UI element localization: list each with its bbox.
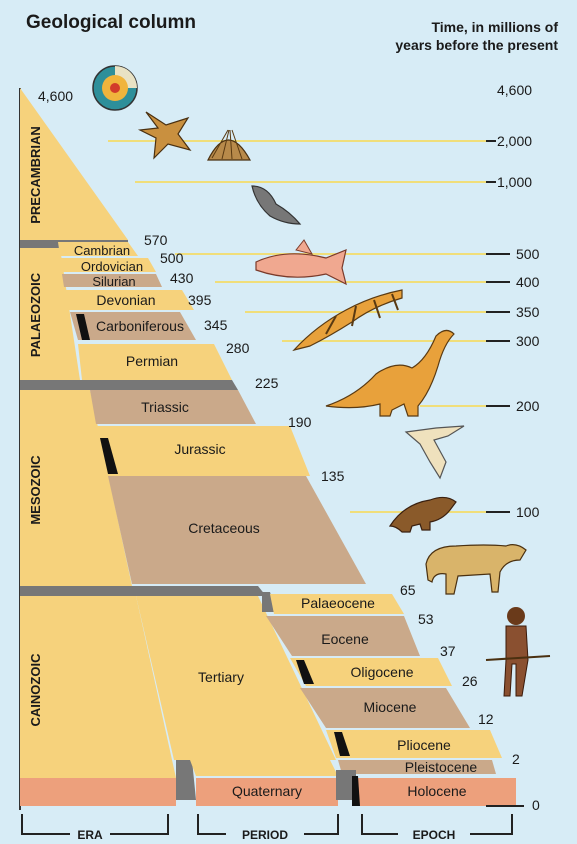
period-label-devonian: Devonian xyxy=(96,292,155,308)
scale-label-2000: 2,000 xyxy=(497,133,532,149)
era-label-palaeozoic: PALAEOZOIC xyxy=(28,272,43,357)
age-label-65: 65 xyxy=(400,582,416,598)
scale-label-4600: 4,600 xyxy=(497,82,532,98)
scale-label-400: 400 xyxy=(516,274,540,290)
age-label-26: 26 xyxy=(462,673,478,689)
scale-label-1000: 1,000 xyxy=(497,174,532,190)
diagram-title: Geological column xyxy=(26,12,196,33)
epoch-label-holocene: Holocene xyxy=(407,783,466,799)
age-label-135: 135 xyxy=(321,468,345,484)
period-label-ordovician: Ordovician xyxy=(81,259,143,274)
era-label-cainozoic: CAINOZOIC xyxy=(28,653,43,727)
pterosaur-icon xyxy=(406,426,464,478)
era-label-precambrian: PRECAMBRIAN xyxy=(28,126,43,224)
epoch-label-oligocene: Oligocene xyxy=(350,664,413,680)
period-label-cretaceous: Cretaceous xyxy=(188,520,260,536)
small-mammal-icon xyxy=(390,497,456,532)
age-label-53: 53 xyxy=(418,611,434,627)
armored-fish-icon xyxy=(252,186,300,224)
age-label-345: 345 xyxy=(204,317,228,333)
quaternary-top-strip xyxy=(190,760,338,776)
earth-globe-icon xyxy=(93,66,137,110)
time-arrow xyxy=(486,141,524,806)
period-label-silurian: Silurian xyxy=(92,274,135,289)
age-label-190: 190 xyxy=(288,414,312,430)
epoch-label-miocene: Miocene xyxy=(364,699,417,715)
shell-fossil-icon xyxy=(208,130,250,160)
time-heading-line-1: Time, in millions of xyxy=(431,19,558,35)
time-heading-line-2: years before the present xyxy=(395,37,558,53)
time-scale: 4,600 2,000 1,000 500 400 350 300 200 10… xyxy=(497,82,540,813)
age-label-37: 37 xyxy=(440,643,456,659)
sauropod-dinosaur-icon xyxy=(326,330,454,416)
period-label-jurassic: Jurassic xyxy=(174,441,225,457)
period-label-carboniferous: Carboniferous xyxy=(96,318,184,334)
starfish-fossil-icon xyxy=(140,112,190,158)
scale-label-300: 300 xyxy=(516,333,540,349)
era-block-recent xyxy=(20,778,176,806)
age-label-280: 280 xyxy=(226,340,250,356)
era-shadow-2 xyxy=(20,380,238,390)
age-label-225: 225 xyxy=(255,375,279,391)
age-label-570: 570 xyxy=(144,232,168,248)
early-human-icon xyxy=(486,607,550,696)
bracket-label-epoch: EPOCH xyxy=(413,828,456,842)
era-shadow-3 xyxy=(20,586,266,596)
period-label-triassic: Triassic xyxy=(141,399,189,415)
period-label-permian: Permian xyxy=(126,353,178,369)
age-label-395: 395 xyxy=(188,292,212,308)
epoch-label-palaeocene: Palaeocene xyxy=(301,595,375,611)
era-label-mesozoic: MESOZOIC xyxy=(28,455,43,525)
coelacanth-fish-icon xyxy=(256,240,346,284)
age-label-500: 500 xyxy=(160,250,184,266)
scale-label-100: 100 xyxy=(516,504,540,520)
period-label-quaternary: Quaternary xyxy=(232,783,302,799)
epoch-label-eocene: Eocene xyxy=(321,631,369,647)
period-label-cambrian: Cambrian xyxy=(74,243,130,258)
epoch-label-pliocene: Pliocene xyxy=(397,737,451,753)
age-label-12: 12 xyxy=(478,711,494,727)
bracket-label-period: PERIOD xyxy=(242,828,288,842)
scale-label-200: 200 xyxy=(516,398,540,414)
age-label-430: 430 xyxy=(170,270,194,286)
horse-ancestor-icon xyxy=(426,545,526,594)
epoch-label-pleistocene: Pleistocene xyxy=(405,759,478,775)
scale-label-350: 350 xyxy=(516,304,540,320)
scale-label-500: 500 xyxy=(516,246,540,262)
age-label-4600: 4,600 xyxy=(38,88,73,104)
period-label-tertiary: Tertiary xyxy=(198,669,244,685)
scale-label-0: 0 xyxy=(532,797,540,813)
age-label-2: 2 xyxy=(512,751,520,767)
bracket-label-era: ERA xyxy=(77,828,103,842)
